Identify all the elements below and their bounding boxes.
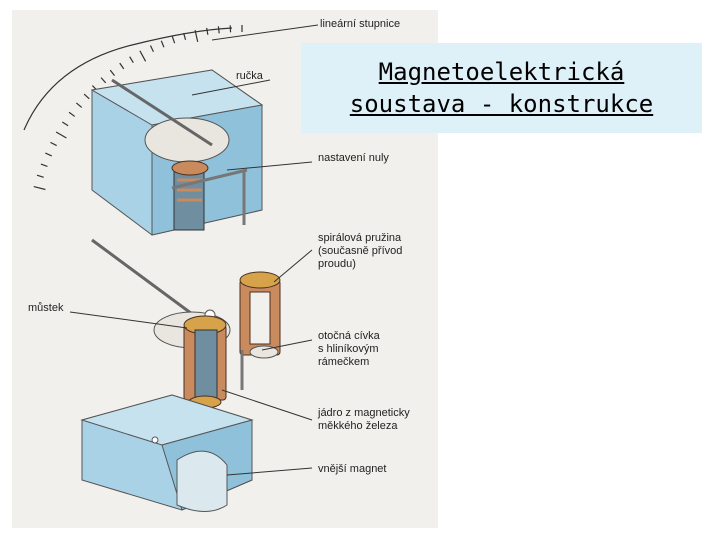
- lower-magnet: [80, 394, 254, 512]
- pointer-upper: [111, 78, 213, 147]
- scale-tick: [55, 131, 67, 139]
- scale-tick: [194, 30, 199, 43]
- title-line-2: soustava - konstrukce: [349, 90, 654, 118]
- title-line-1: Magnetoelektrická: [378, 58, 625, 86]
- scale-tick: [83, 93, 90, 100]
- label-moving-coil: otočná cívka s hliníkovým rámečkem: [318, 330, 380, 368]
- spiral-spring-coil: [239, 271, 281, 359]
- scale-tick: [183, 32, 187, 40]
- label-zero-adjust: nastavení nuly: [318, 152, 389, 164]
- scale-tick: [206, 27, 209, 35]
- scale-tick: [129, 56, 134, 63]
- pointer-lower: [91, 238, 208, 327]
- label-bridge: můstek: [28, 302, 64, 314]
- scale-tick: [36, 174, 44, 178]
- label-pointer: ručka: [236, 70, 263, 82]
- scale-tick: [100, 77, 107, 84]
- moving-coil: [183, 315, 227, 409]
- upper-magnet: [90, 69, 264, 236]
- scale-tick: [33, 185, 46, 191]
- leader-lines: [69, 24, 319, 476]
- label-linear-scale: lineární stupnice: [320, 18, 401, 30]
- scale-tick: [45, 152, 53, 157]
- scale-tick: [40, 163, 48, 168]
- scale-tick: [68, 111, 76, 117]
- scale-tick: [109, 69, 115, 77]
- label-outer-magnet: vnější magnet: [318, 463, 387, 475]
- scale-tick: [160, 40, 165, 48]
- scale-tick: [149, 45, 154, 53]
- label-core: jádro z magneticky měkkého železa: [318, 407, 410, 432]
- title-box: Magnetoelektrická soustava - konstrukce: [301, 43, 702, 133]
- scale-tick: [61, 121, 69, 127]
- scale-tick: [75, 102, 83, 108]
- scale-tick: [50, 141, 57, 147]
- instrument-drawing: [23, 24, 319, 512]
- scale-tick: [171, 36, 176, 44]
- scale-tick: [217, 26, 220, 34]
- scale-arc: [23, 25, 243, 191]
- scale-tick: [139, 50, 147, 62]
- scale-tick: [119, 62, 125, 70]
- label-spiral-spring: spirálová pružina (současně přívod proud…: [318, 232, 403, 270]
